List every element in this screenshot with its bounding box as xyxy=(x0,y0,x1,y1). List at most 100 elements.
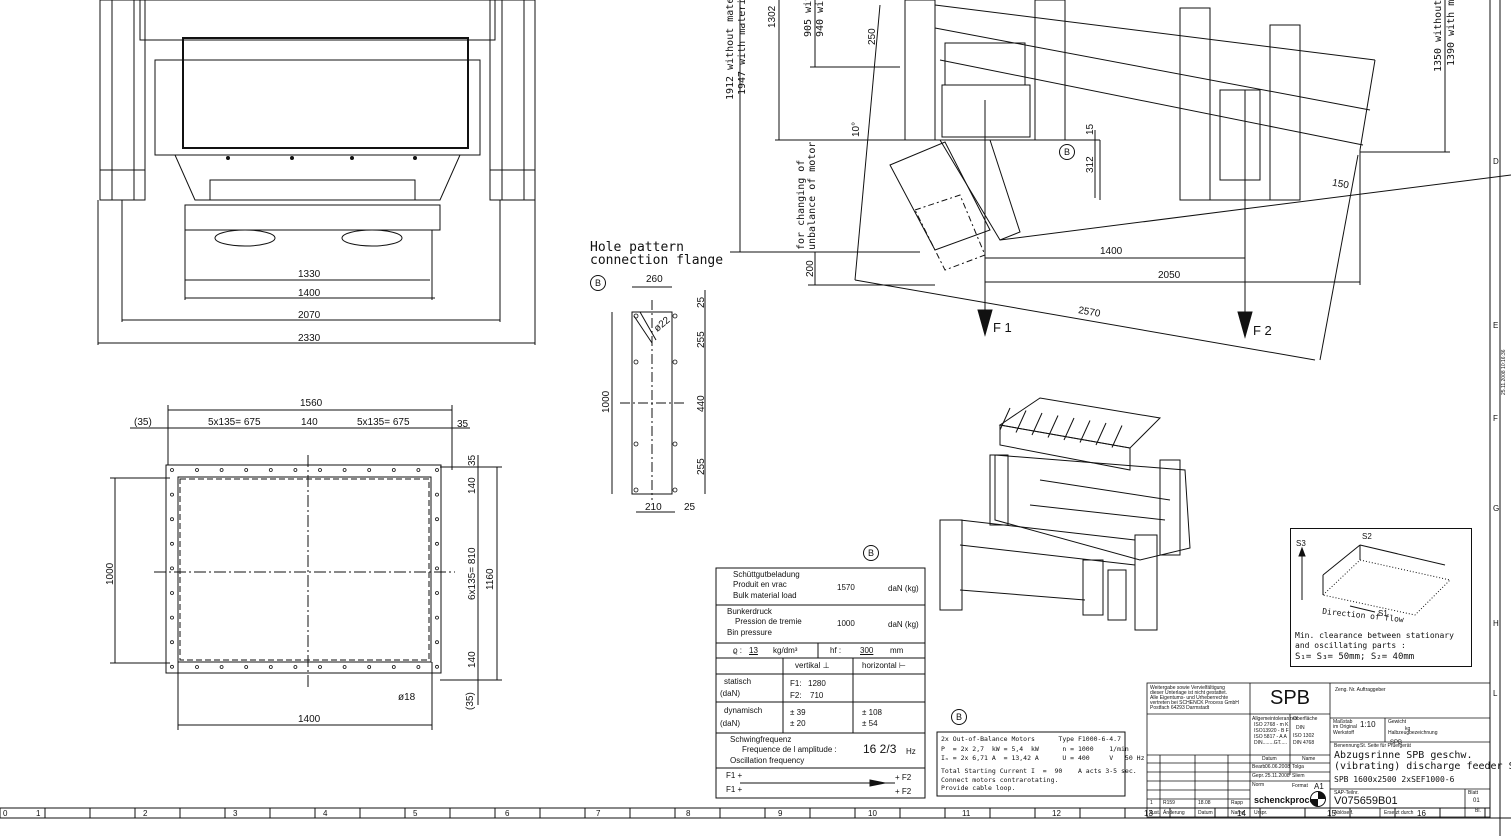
border-column-13: 13 xyxy=(1144,809,1153,818)
f2-label: F2: xyxy=(790,691,802,700)
bulk-label-en: Bulk material load xyxy=(733,591,797,600)
border-row-e: E xyxy=(1493,321,1499,330)
motor-line-5: Connect motors contrarotating. xyxy=(941,776,1059,784)
date-header: Datum xyxy=(1262,756,1277,762)
border-row-h: H xyxy=(1493,619,1499,628)
dim-905: 905 with xyxy=(803,0,814,37)
bin-value: 1000 xyxy=(837,619,855,628)
dim-hp-top: 25 xyxy=(696,296,707,308)
change-date: 18.08 xyxy=(1198,800,1211,806)
dim-2070: 2070 xyxy=(298,310,321,321)
hole-pattern-view xyxy=(611,286,706,513)
border-row-g: G xyxy=(1493,504,1500,513)
s3-label: S3 xyxy=(1296,539,1306,548)
weight-label: Gewicht xyxy=(1388,719,1407,725)
tolerance-1: Allgemeintoleranzen xyxy=(1252,716,1298,722)
f1-label: F1: xyxy=(790,679,802,688)
border-column-6: 6 xyxy=(505,809,510,818)
format-value: A1 xyxy=(1314,782,1324,791)
material-label: Werkstoff xyxy=(1333,730,1354,736)
company-logo-icon xyxy=(1310,791,1326,807)
dyn-label: dynamisch xyxy=(724,706,763,715)
print-stamp: 25.11.2008 10:16:36 xyxy=(1501,349,1507,395)
dim-hp-pitch-bottom: 255 xyxy=(696,458,707,475)
clearance-line-2: and oscillating parts : xyxy=(1295,641,1406,650)
name-header: Name xyxy=(1302,756,1316,762)
border-column-3: 3 xyxy=(233,809,238,818)
dim-1330: 1330 xyxy=(298,269,321,280)
change-name: Rapp xyxy=(1231,800,1243,806)
freq-label-de: Schwingfrequenz xyxy=(730,735,792,744)
dim-1302: 1302 xyxy=(767,5,778,28)
sheet-of: Bl. xyxy=(1475,808,1481,814)
copyright-5: Postfach 64293 Darmstadt xyxy=(1150,705,1210,711)
dim-side-pitch: 6x135= 810 xyxy=(467,547,478,600)
dim-hp-pitch-mid: 440 xyxy=(696,395,707,412)
tolerance-3: ISO13920 - B F xyxy=(1254,728,1289,734)
section-marker-b-side: B xyxy=(1059,144,1075,160)
change-hdr-date: Datum xyxy=(1198,810,1213,816)
border-column-14: 14 xyxy=(1237,809,1246,818)
hf-unit: mm xyxy=(890,646,904,655)
motor-box-frame xyxy=(936,731,1126,797)
border-row-f: F xyxy=(1493,414,1498,423)
bin-unit: daN (kg) xyxy=(888,620,919,629)
border-column-9: 9 xyxy=(778,809,783,818)
s2-label: S2 xyxy=(1362,532,1372,541)
clearance-box xyxy=(1290,528,1472,667)
dim-312: 312 xyxy=(1085,156,1096,173)
hole-pattern-title-1: Hole pattern xyxy=(590,240,684,255)
bulk-label-fr: Produit en vrac xyxy=(733,580,787,589)
dim-height-total: 1160 xyxy=(485,568,496,590)
change-hdr-name: Name xyxy=(1231,810,1245,816)
dim-15: 15 xyxy=(1085,123,1096,135)
description-sub: St. Seite für Pruefgerät xyxy=(1360,743,1411,749)
row-checked-label: Gepr. xyxy=(1252,773,1265,779)
order-label: Zeng. Nr. Auftraggeber xyxy=(1335,687,1386,693)
force-f2: F 2 xyxy=(1253,323,1272,338)
row-drawn-label: Bearb. xyxy=(1252,764,1267,770)
tolerance-2: ISO 2768 - m K xyxy=(1254,722,1289,728)
dim-width-inner: 1400 xyxy=(298,714,321,725)
motor-note-2: unbalance of motor xyxy=(807,141,818,250)
change-number: R159 xyxy=(1163,800,1175,806)
origin-label: Urspr. xyxy=(1254,810,1268,816)
hf-value: 300 xyxy=(860,646,874,655)
freq-label-en: Oscillation frequency xyxy=(730,756,805,765)
row-drawn-name: Tolga xyxy=(1292,764,1304,770)
company-logo-text: schenckprocess xyxy=(1254,795,1325,805)
dyn-vertical-f2: ± 20 xyxy=(790,719,806,728)
copyright-1: Weitergabe sowie Vervielfältigung xyxy=(1150,685,1225,691)
border-column-1: 1 xyxy=(36,809,41,818)
row-checked-name: Sliem xyxy=(1292,773,1305,779)
flow-f2-bottom: + F2 xyxy=(895,787,912,796)
static-f2: 710 xyxy=(810,691,824,700)
motor-line-6: Provide cable loop. xyxy=(941,784,1016,792)
border-column-10: 10 xyxy=(868,809,877,818)
row-drawn-date: 06.06.2008 xyxy=(1265,764,1291,770)
isometric-view xyxy=(939,397,1191,631)
dim-center-gap: 140 xyxy=(301,417,318,428)
freq-unit: Hz xyxy=(906,747,916,756)
dim-1390: 1390 with mat xyxy=(1446,0,1457,66)
change-hdr-change: Änderung xyxy=(1163,810,1185,816)
dim-hole-dia: ø18 xyxy=(398,692,416,703)
hole-pattern-title-2: connection flange xyxy=(590,253,724,268)
row-norm-label: Norm xyxy=(1252,782,1265,788)
dim-top-gap: 140 xyxy=(467,477,478,494)
surface-4: DIN 4768 xyxy=(1293,740,1315,746)
freq-label-fr: Frequence de l amplitude : xyxy=(742,745,837,754)
dim-bottom-gap: 140 xyxy=(467,651,478,668)
scale-label: Maßstab im Original xyxy=(1333,719,1357,730)
spb-logo-text: SPB xyxy=(1270,687,1311,709)
row-checked-date: 25.11.2008 xyxy=(1265,773,1290,779)
section-marker-b: B xyxy=(590,275,606,291)
clearance-line-1: Min. clearance between stationary xyxy=(1295,631,1454,640)
clearance-sketch xyxy=(1298,544,1451,616)
dim-hp-pitch-top: 255 xyxy=(696,331,707,348)
dim-200: 200 xyxy=(805,260,816,277)
s1-label: S1 xyxy=(1378,609,1388,618)
dim-top-offset: 35 xyxy=(467,454,478,466)
